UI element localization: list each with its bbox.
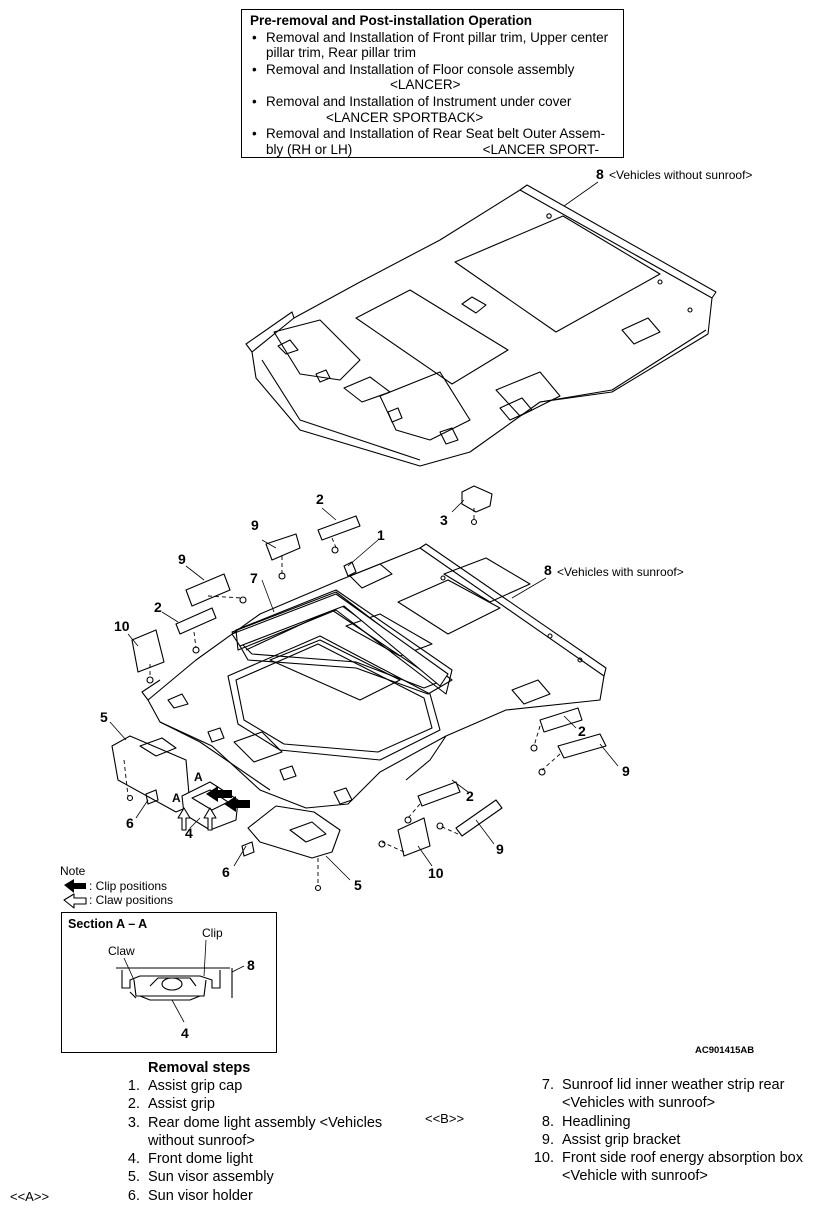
note-clip: : Clip positions: [89, 878, 168, 893]
callout-9: 9: [496, 841, 504, 857]
section-title: Section A – A: [68, 917, 148, 931]
callout-2: 2: [466, 788, 474, 804]
removal-step: 1.Assist grip cap: [127, 1078, 243, 1094]
callout-9: 9: [178, 551, 186, 567]
callout-5: 5: [354, 877, 362, 893]
section-callout-8: 8: [247, 957, 255, 973]
callout-8-mid-note: <Vehicles with sunroof>: [557, 565, 684, 579]
callout-4: 4: [185, 825, 193, 841]
callout-leaders: [109, 181, 619, 881]
removal-step: 6.Sun visor holder: [127, 1187, 253, 1204]
section-callout-4: 4: [181, 1025, 189, 1041]
section-clip-label: Clip: [202, 926, 223, 940]
note-legend: Note : Clip positions : Claw positions: [60, 864, 173, 908]
item-text: <LANCER SPORTBACK>: [326, 109, 484, 125]
section-claw-label: Claw: [108, 944, 135, 958]
callout-8-top: 8: [596, 166, 604, 182]
sunroof-weather-strip: [231, 589, 453, 695]
callout-2: 2: [154, 599, 162, 615]
item-text: Removal and Installation of Floor consol…: [266, 61, 575, 77]
pre-removal-item: Removal and Installation of Rear Seat be…: [250, 126, 615, 157]
dashed-leaders: [123, 508, 561, 886]
callout-6: 6: [126, 815, 134, 831]
removal-steps-left: 1.Assist grip cap 2.Assist grip 3.Rear d…: [115, 1077, 405, 1205]
procedure-marker-a: <<A>>: [10, 1189, 50, 1204]
item-text: <LANCER SPORT-: [482, 141, 599, 157]
item-text: Removal and Installation of Instrument u…: [266, 93, 572, 109]
callout-9: 9: [251, 517, 259, 533]
sun-visors: [111, 735, 341, 892]
removal-steps-right: 7.Sunroof lid inner weather strip rear <…: [524, 1076, 820, 1186]
pre-removal-box: Pre-removal and Post-installation Operat…: [241, 9, 624, 158]
pre-removal-title: Pre-removal and Post-installation Operat…: [250, 13, 533, 28]
assist-grip-parts: [131, 515, 607, 857]
removal-steps-title: Removal steps: [148, 1060, 251, 1076]
note-title: Note: [60, 864, 86, 878]
callout-5: 5: [100, 709, 108, 725]
callout-7: 7: [250, 570, 258, 586]
claw-arrows: [177, 807, 217, 831]
removal-step: <Vehicle with sunroof>: [562, 1168, 708, 1185]
procedure-marker-b: <<B>>: [425, 1111, 465, 1126]
item-text: pillar trim, Rear pillar trim: [266, 45, 417, 61]
callout-8-mid: 8: [544, 562, 552, 578]
removal-step: 7.Sunroof lid inner weather strip rear: [541, 1077, 785, 1093]
pre-removal-item: Removal and Installation of Front pillar…: [250, 30, 615, 61]
callout-10: 10: [114, 618, 130, 634]
callout-9: 9: [622, 763, 630, 779]
removal-step: <Vehicles with sunroof>: [562, 1095, 716, 1112]
removal-step: 9.Assist grip bracket: [541, 1131, 681, 1148]
callout-2: 2: [316, 491, 324, 507]
section-marker-a: A: [172, 791, 181, 805]
callout-10: 10: [428, 865, 444, 881]
headlining-without-sunroof: [245, 184, 717, 467]
removal-step: 4.Front dome light: [127, 1151, 253, 1168]
removal-step: without sunroof>: [148, 1132, 255, 1149]
note-claw: : Claw positions: [89, 893, 174, 907]
pre-removal-list: Removal and Installation of Front pillar…: [250, 30, 615, 158]
pre-removal-item: Removal and Installation of Floor consol…: [250, 62, 615, 93]
item-text: bly (RH or LH): [266, 141, 353, 157]
rear-dome-light: [461, 485, 493, 526]
figure-code: AC901415AB: [695, 1045, 755, 1056]
removal-step: 3.Rear dome light assembly <Vehicles: [127, 1114, 383, 1131]
removal-step: 5.Sun visor assembly: [127, 1169, 274, 1186]
callout-1: 1: [377, 527, 385, 543]
note-legend-icons: [63, 879, 87, 909]
item-text: <LANCER>: [390, 77, 461, 93]
clip-arrows: [206, 786, 250, 812]
callout-6: 6: [222, 864, 230, 880]
removal-step: 2.Assist grip: [127, 1096, 215, 1113]
removal-step: 10.Front side roof energy absorption box: [533, 1150, 803, 1167]
section-aa-box: Section A – A Claw Clip 8 4: [61, 912, 277, 1053]
item-text: Removal and Installation of Front pillar…: [266, 29, 609, 45]
callout-3: 3: [440, 512, 448, 528]
item-text: Removal and Installation of Rear Seat be…: [266, 126, 606, 142]
removal-step: 8.Headlining: [541, 1113, 631, 1130]
section-aa-drawing: [116, 939, 245, 1023]
pre-removal-item: Removal and Installation of Instrument u…: [250, 94, 615, 125]
callout-8-top-note: <Vehicles without sunroof>: [609, 168, 753, 182]
callout-2: 2: [578, 723, 586, 739]
section-marker-a: A: [194, 770, 203, 784]
